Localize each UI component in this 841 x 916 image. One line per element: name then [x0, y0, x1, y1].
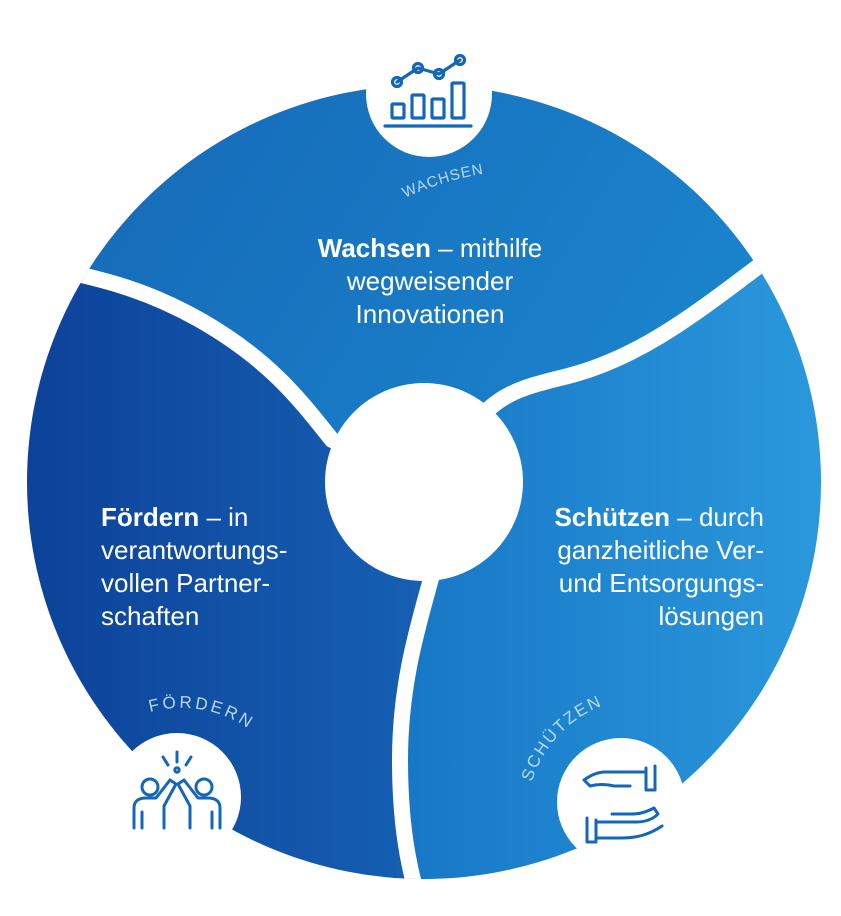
dash-wachsen: – mithilfe [430, 233, 543, 263]
badge-foerdern [113, 733, 241, 861]
dash-schuetzen: – durch [670, 502, 764, 532]
line-foerdern-2: vollen Partner- [101, 568, 271, 598]
text-schuetzen: Schützen – durch ganzheitliche Ver- und … [480, 501, 764, 633]
line-schuetzen-1: ganzheitliche Ver- [557, 535, 764, 565]
title-wachsen: Wachsen [317, 233, 431, 263]
line-schuetzen-2: und Entsorgungs- [558, 568, 764, 598]
line-wachsen-1: wegweisender [346, 266, 514, 296]
protecting-hands-icon [582, 764, 664, 844]
center-hub [325, 383, 523, 581]
high-five-icon [132, 750, 222, 830]
badge-schuetzen [557, 738, 685, 866]
badge-wachsen [366, 31, 492, 157]
text-wachsen: Wachsen – mithilfe wegweisender Innovati… [250, 232, 610, 331]
divider-wachsen-foerdern [32, 258, 340, 448]
divider-wachsen-schuetzen [462, 242, 788, 438]
text-foerdern: Fördern – in verantwortungs- vollen Part… [101, 501, 341, 633]
growth-chart-icon [383, 53, 473, 128]
title-foerdern: Fördern [101, 502, 200, 532]
line-foerdern-3: schaften [101, 601, 200, 631]
line-foerdern-1: verantwortungs- [101, 535, 288, 565]
dash-foerdern: – in [199, 502, 249, 532]
title-schuetzen: Schützen [554, 502, 671, 532]
divider-foerdern-schuetzen [391, 567, 440, 879]
line-schuetzen-3: lösungen [658, 601, 764, 631]
line-wachsen-2: Innovationen [355, 299, 505, 329]
